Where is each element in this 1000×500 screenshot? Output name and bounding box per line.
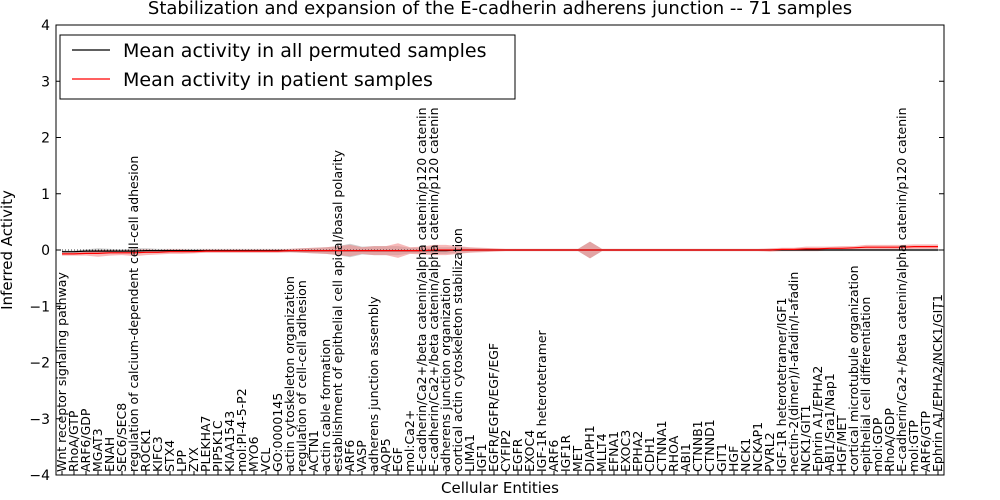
category-label: establishment of epithelial cell apical/…	[330, 149, 345, 472]
y-axis-ticks: −4 −3 −2 −1 0 1 2 3 4	[29, 18, 944, 484]
category-label: IGF1	[474, 443, 489, 472]
category-label: RhoA/GTP	[66, 410, 81, 472]
category-label: DIAPH1	[582, 425, 597, 472]
category-label: MLLT4	[594, 433, 609, 472]
category-labels: Wnt receptor signaling pathwayRhoA/GTPAR…	[54, 107, 945, 475]
category-label: adherens junction assembly	[366, 296, 381, 472]
category-label: mol:GDP	[870, 417, 885, 472]
y-tick-label: −2	[29, 356, 50, 372]
category-label: nectin-2(dimer)/I-afadin/I-afadin	[786, 272, 801, 472]
category-label: LIMA1	[462, 434, 477, 472]
category-label: SEC6/SEC8	[114, 403, 129, 472]
category-label: LPP	[174, 449, 189, 472]
category-label: epithelial cell differentiation	[858, 297, 873, 472]
y-tick-label: 2	[41, 131, 50, 147]
category-label: RhoA/GDP	[882, 408, 897, 472]
category-label: MGAT3	[90, 428, 105, 472]
category-label: EGFR	[510, 438, 525, 472]
category-label: KIFC3	[150, 436, 165, 472]
category-label: NCK1	[738, 438, 753, 472]
category-label: adherens junction organization	[438, 278, 453, 472]
legend-box	[59, 34, 516, 100]
category-label: E-cadherin/Ca2+/beta catenin/alpha caten…	[414, 107, 429, 472]
series-lines	[56, 246, 944, 255]
category-label: PLEKHA7	[198, 415, 213, 472]
category-label: EFNA1	[606, 431, 621, 472]
category-label: KIAA1543	[222, 411, 237, 472]
category-label: ARF6	[342, 440, 357, 472]
category-label: regulation of calcium-dependent cell-cel…	[126, 156, 141, 472]
category-label: IGF-1R heterotetramer	[534, 329, 549, 472]
category-label: NCKAP1	[750, 422, 765, 472]
category-label: regulation of cell-cell adhesion	[294, 280, 309, 472]
category-label: EGFR/EGFR/EGF/EGF	[486, 343, 501, 472]
category-label: RHOA	[666, 435, 681, 472]
category-label: GO:0000145	[270, 393, 285, 472]
category-label: ACTN1	[306, 430, 321, 472]
category-label: ARF6	[546, 440, 561, 472]
category-label: NCK1/GIT1	[798, 405, 813, 472]
category-label: ROCK1	[138, 429, 153, 472]
y-tick-label: −3	[29, 412, 50, 428]
series-line-patient	[62, 246, 938, 255]
category-label: Ephrin A1/EPHA2	[810, 366, 825, 472]
category-label: STX4	[162, 440, 177, 472]
category-label: HGF/MET	[834, 415, 849, 472]
y-tick-label: 1	[41, 187, 50, 203]
category-label: CTNNB1	[690, 420, 705, 472]
category-label: VASP	[354, 440, 369, 472]
category-label: mol:GTP	[906, 420, 921, 472]
category-label: MET	[570, 445, 585, 472]
category-label: Wnt receptor signaling pathway	[54, 272, 69, 472]
category-label: ZYX	[186, 447, 201, 472]
x-axis-label: Cellular Entities	[441, 479, 559, 497]
category-label: cortical microtubule organization	[846, 265, 861, 472]
category-label: ARF6/GTP	[918, 411, 933, 472]
category-label: mol:Ca2+	[402, 410, 417, 472]
category-label: CTNND1	[702, 419, 717, 472]
category-label: PIP5K1C	[210, 420, 225, 472]
category-label: actin cable formation	[318, 339, 333, 472]
category-label: mol:PI-4-5-P2	[234, 388, 249, 472]
y-tick-label: 0	[41, 243, 50, 259]
category-label: E-cadherin/Ca2+/beta catenin/alpha caten…	[426, 107, 441, 472]
y-tick-label: 4	[41, 18, 50, 34]
category-label: CDH1	[642, 436, 657, 472]
y-tick-label: −4	[29, 468, 50, 484]
y-axis-label: Inferred Activity	[0, 190, 16, 310]
category-label: E-cadherin/Ca2+/beta catenin/alpha caten…	[894, 107, 909, 472]
category-label: ABI1/Sra1/Nap1	[822, 373, 837, 472]
category-label: MYO6	[246, 436, 261, 472]
category-label: CTNNA1	[654, 420, 669, 472]
category-label: AQP5	[378, 438, 393, 472]
category-label: EGF	[390, 447, 405, 472]
category-label: PVRL2	[762, 432, 777, 472]
legend-label-permuted: Mean activity in all permuted samples	[123, 40, 486, 62]
category-label: ABI1	[678, 443, 693, 472]
category-label: IGF-1R heterotetramer/IGF1	[774, 298, 789, 472]
category-label: IGF1R	[558, 434, 573, 472]
category-label: EXOC4	[522, 430, 537, 472]
y-tick-label: 3	[41, 74, 50, 90]
category-label: EPHA2	[630, 431, 645, 472]
category-label: CYFIP2	[498, 429, 513, 472]
legend: Mean activity in all permuted samples Me…	[59, 34, 516, 100]
category-label: VCL	[258, 448, 273, 472]
category-label: ENAH	[102, 437, 117, 472]
y-tick-label: −1	[29, 299, 50, 315]
category-label: cortical actin cytoskeleton stabilizatio…	[450, 228, 465, 472]
category-label: GIT1	[714, 443, 729, 472]
chart-title: Stabilization and expansion of the E-cad…	[148, 0, 852, 19]
category-label: HGF	[726, 446, 741, 472]
category-label: actin cytoskeleton organization	[282, 276, 297, 472]
category-label: ARF6/GDP	[78, 408, 93, 472]
legend-label-patient: Mean activity in patient samples	[123, 69, 433, 91]
category-label: Ephrin A1/EPHA2/NCK1/GIT1	[930, 294, 945, 472]
category-label: EXOC3	[618, 430, 633, 472]
